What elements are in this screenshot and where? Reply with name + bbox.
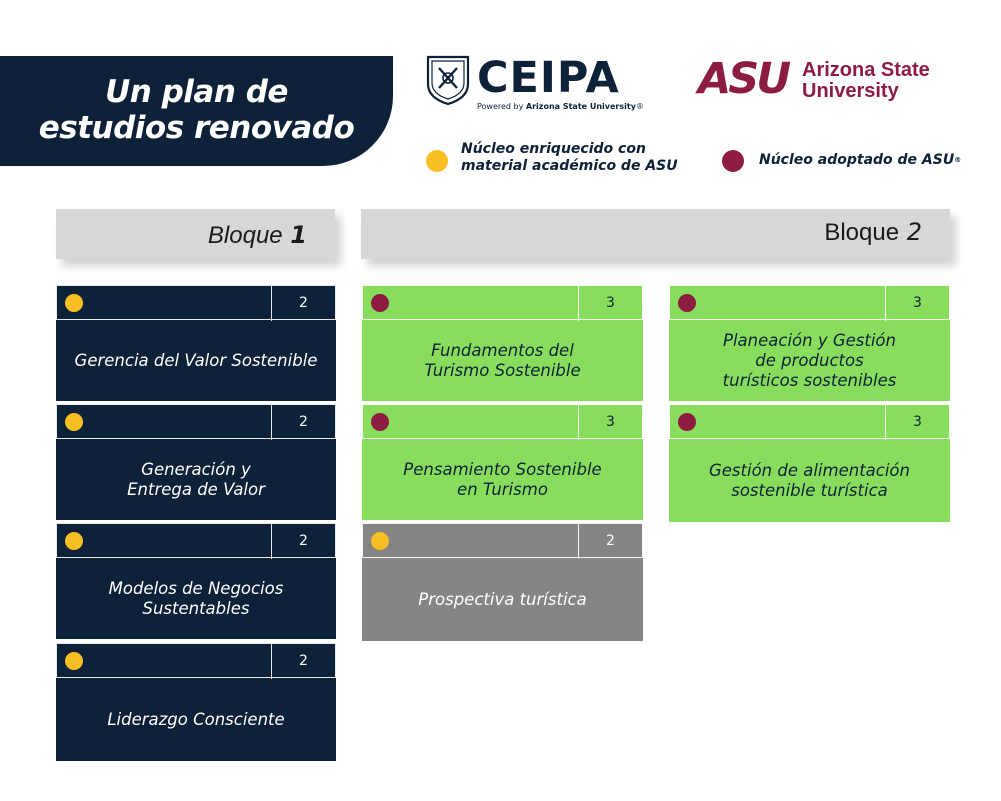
legend-enriched: Núcleo enriquecido con material académic… xyxy=(461,141,678,175)
course-credits: 2 xyxy=(578,524,642,559)
powered-name: Arizona State University xyxy=(525,102,636,111)
ceipa-wordmark: CEIPA xyxy=(477,53,620,103)
course-name: Liderazgo Consciente xyxy=(107,709,285,729)
course-credits: 3 xyxy=(885,286,949,321)
ceipa-powered-by: Powered by Arizona State University® xyxy=(477,102,644,111)
page-title-line-1: Un plan de xyxy=(105,74,288,110)
bloque-2-label: Bloque xyxy=(824,219,900,246)
legend-enriched-line-2: material académico de ASU xyxy=(461,158,678,174)
course-name: Gestión de alimentación sostenible turís… xyxy=(708,460,910,500)
bloque-2-number: 2 xyxy=(906,218,922,246)
enriched-core-dot-icon xyxy=(65,652,83,670)
bloque-1-number: 1 xyxy=(290,221,307,249)
enriched-core-dot-icon xyxy=(65,413,83,431)
ceipa-shield-icon xyxy=(426,55,470,106)
course-name: Gerencia del Valor Sostenible xyxy=(74,350,318,370)
bloque-1-label: Bloque xyxy=(207,222,283,249)
course-card-header: 2 xyxy=(56,523,336,559)
course-credits: 3 xyxy=(578,405,642,440)
bloque-1-header: Bloque 1 xyxy=(56,209,335,259)
enriched-core-dot-icon xyxy=(65,294,83,312)
course-card-header: 2 xyxy=(56,285,336,321)
course-card-header: 2 xyxy=(56,404,336,440)
course-name: Generación y Entrega de Valor xyxy=(127,459,265,499)
course-credits: 2 xyxy=(271,286,335,321)
course-card-header: 3 xyxy=(669,285,950,321)
course-card-header: 3 xyxy=(669,404,950,440)
course-credits: 2 xyxy=(271,524,335,559)
asu-name: Arizona State University xyxy=(802,60,930,102)
powered-mark: ® xyxy=(635,102,644,111)
enriched-core-dot-icon xyxy=(371,532,389,550)
course-name: Modelos de Negocios Sustentables xyxy=(108,578,284,618)
course-name: Pensamiento Sostenible en Turismo xyxy=(403,459,602,499)
asu-name-line-2: University xyxy=(802,80,899,102)
course-credits: 2 xyxy=(271,644,335,679)
asu-name-line-1: Arizona State xyxy=(802,59,930,81)
powered-prefix: Powered by xyxy=(477,102,526,111)
course-name: Fundamentos del Turismo Sostenible xyxy=(424,340,581,380)
enriched-core-dot-icon xyxy=(65,532,83,550)
adopted-core-dot-icon xyxy=(678,413,696,431)
course-card-header: 3 xyxy=(362,404,643,440)
course-credits: 2 xyxy=(271,405,335,440)
asu-logo: ASU Arizona State University xyxy=(698,54,958,108)
legend-adopted-dot-icon xyxy=(722,150,744,172)
course-credits: 3 xyxy=(885,405,949,440)
course-card-header: 2 xyxy=(362,523,643,559)
legend-adopted-mark: ® xyxy=(954,156,962,164)
legend-adopted-text: Núcleo adoptado de ASU xyxy=(759,152,955,168)
asu-letters: ASU xyxy=(698,54,791,104)
legend-enriched-line-1: Núcleo enriquecido con xyxy=(461,141,646,157)
adopted-core-dot-icon xyxy=(371,413,389,431)
course-card-header: 2 xyxy=(56,643,336,679)
course-name: Prospectiva turística xyxy=(418,589,587,609)
ceipa-logo: CEIPA Powered by Arizona State Universit… xyxy=(425,53,644,118)
legend-adopted: Núcleo adoptado de ASU® xyxy=(759,152,961,169)
bloque-2-header: Bloque 2 xyxy=(361,209,950,259)
adopted-core-dot-icon xyxy=(678,294,696,312)
adopted-core-dot-icon xyxy=(371,294,389,312)
title-banner: Un plan de estudios renovado xyxy=(0,56,393,166)
course-name: Planeación y Gestión de productos turíst… xyxy=(722,330,897,390)
legend-enriched-dot-icon xyxy=(426,150,448,172)
course-credits: 3 xyxy=(578,286,642,321)
page-title-line-2: estudios renovado xyxy=(38,110,355,146)
course-card-header: 3 xyxy=(362,285,643,321)
